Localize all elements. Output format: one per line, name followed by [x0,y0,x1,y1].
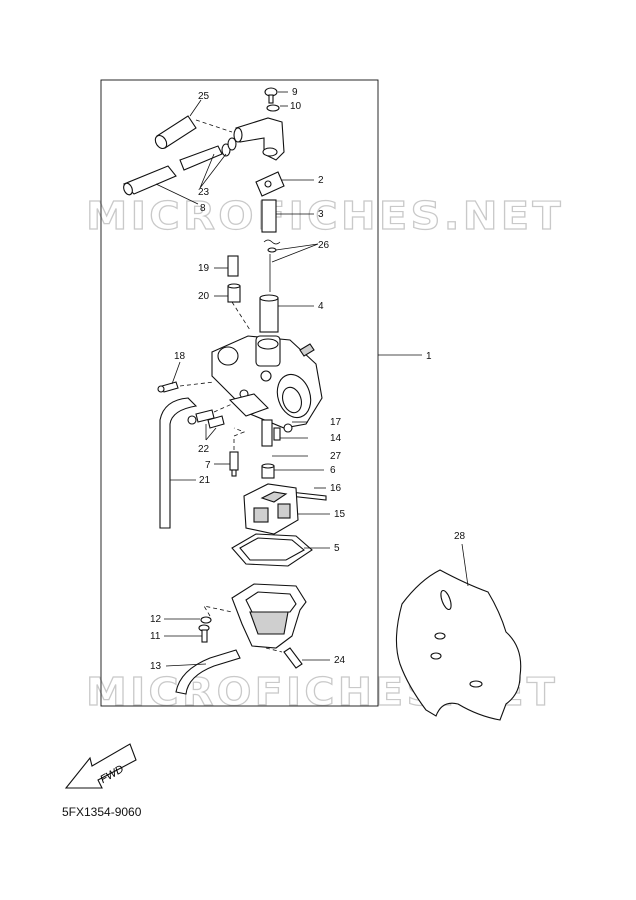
callout-24: 24 [334,655,346,666]
part-screws-22 [187,409,225,429]
watermark-top: MICROFICHES.NET [86,194,564,238]
part-jet-7 [229,451,239,477]
part-elbow-pipe [233,117,285,161]
part-screw-18 [157,381,179,393]
part-drain-hose-13 [175,649,241,695]
callout-15: 15 [334,509,346,520]
part-screw-9 [264,87,278,104]
part-clip-26 [263,239,281,245]
part-washer-12 [200,616,212,624]
part-gasket-5 [231,533,313,567]
part-float-bowl [231,583,307,649]
part-jet-14 [273,427,281,441]
callout-11: 11 [150,631,161,642]
callout-26: 26 [318,240,330,251]
callout-18: 18 [174,351,186,362]
part-slide-4 [259,294,279,333]
callout-6: 6 [330,465,336,476]
part-plate-2 [255,171,285,197]
part-cover-28 [395,569,522,721]
callout-10: 10 [290,101,302,112]
part-hose-8 [123,165,177,196]
assembly-frame [100,79,379,707]
part-screw-11 [198,624,210,643]
part-screw-17 [283,423,293,433]
part-clamp-23-b [227,137,237,151]
callout-22: 22 [198,444,210,455]
part-spring-19 [227,255,239,277]
callout-12: 12 [150,614,162,625]
callout-1: 1 [426,351,432,362]
callout-7: 7 [205,460,211,471]
callout-3: 3 [318,209,324,220]
callout-16: 16 [330,483,342,494]
callout-13: 13 [150,661,162,672]
callout-8: 8 [200,203,206,214]
callout-23: 23 [198,187,210,198]
callout-5: 5 [334,543,340,554]
part-tube-23 [179,145,223,171]
callout-28: 28 [454,531,466,542]
fwd-arrow-icon: FWD [64,743,137,789]
part-screw-24 [283,647,303,669]
callout-14: 14 [330,433,342,444]
callout-19: 19 [198,263,210,274]
part-washer-10 [266,104,280,112]
callout-2: 2 [318,175,324,186]
callout-27: 27 [330,451,342,462]
callout-4: 4 [318,301,324,312]
part-float-15 [243,483,299,535]
diagram-code: 5FX1354-9060 [62,805,142,819]
part-needle-jet-27 [261,419,273,447]
callout-9: 9 [292,87,298,98]
part-main-jet-6 [261,463,275,479]
part-valve-20 [227,283,241,303]
callout-25: 25 [198,91,210,102]
callout-21: 21 [199,475,211,486]
callout-20: 20 [198,291,210,302]
part-cap-25 [154,115,197,150]
part-hose-21 [159,397,198,529]
part-carburetor-body-1 [211,335,323,429]
part-spring-3 [261,199,277,233]
callout-17: 17 [330,417,342,428]
